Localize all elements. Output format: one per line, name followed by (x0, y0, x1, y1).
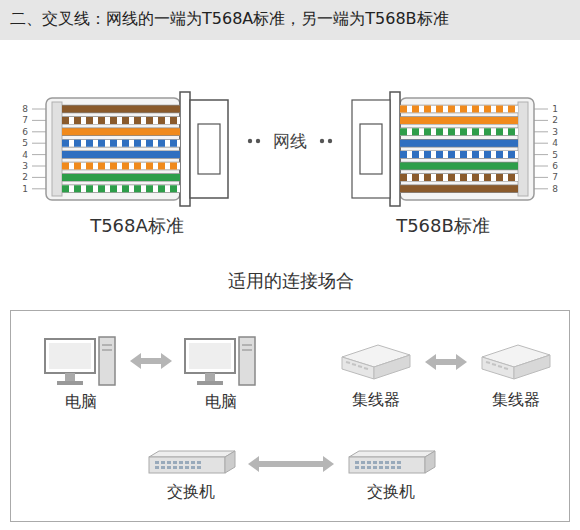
computer-icon (43, 333, 119, 389)
title-text: 二、交叉线：网线的一端为T568A标准，另一端为T568B标准 (10, 9, 449, 30)
hub-icon (338, 337, 414, 387)
device-node: 交换机 (142, 449, 240, 503)
device-node: 交换机 (342, 449, 440, 503)
device-label: 集线器 (335, 389, 417, 411)
pin-number: 1 (552, 103, 558, 115)
pin-number: 7 (22, 114, 28, 126)
double-arrow (130, 353, 172, 369)
scene-box: 适用的连接场合电脑电脑集线器集线器交换机交换机 (10, 310, 570, 522)
section-heading: 适用的连接场合 (228, 269, 354, 293)
double-arrow (248, 456, 334, 472)
pin-number: 1 (22, 183, 28, 195)
pin-number: 3 (22, 160, 28, 172)
pin-number: 5 (552, 149, 558, 161)
device-node: 电脑 (40, 333, 122, 413)
hub-icon (478, 337, 554, 387)
pin-number: 6 (552, 160, 558, 172)
double-arrow (425, 354, 467, 370)
device-label: 电脑 (180, 391, 262, 413)
device-label: 电脑 (40, 391, 122, 413)
pin-number: 4 (552, 137, 558, 149)
pin-number: 6 (22, 126, 28, 138)
device-node: 电脑 (180, 333, 262, 413)
computer-icon (183, 333, 259, 389)
pin-number: 4 (22, 149, 28, 161)
switch-icon (145, 449, 237, 479)
standard-label: T568A标准 (90, 214, 184, 238)
device-label: 集线器 (475, 389, 557, 411)
pin-number: 5 (22, 137, 28, 149)
standard-label: T568B标准 (396, 214, 490, 238)
device-node: 集线器 (335, 337, 417, 411)
pin-number: 8 (22, 103, 28, 115)
device-label: 交换机 (142, 481, 240, 503)
device-label: 交换机 (342, 481, 440, 503)
device-node: 集线器 (475, 337, 557, 411)
cable-label: 网线 (273, 130, 307, 152)
pin-number: 7 (552, 171, 558, 183)
pin-number: 2 (22, 171, 28, 183)
pin-number: 8 (552, 183, 558, 195)
switch-icon (345, 449, 437, 479)
pin-number: 2 (552, 114, 558, 126)
pin-number: 3 (552, 126, 558, 138)
